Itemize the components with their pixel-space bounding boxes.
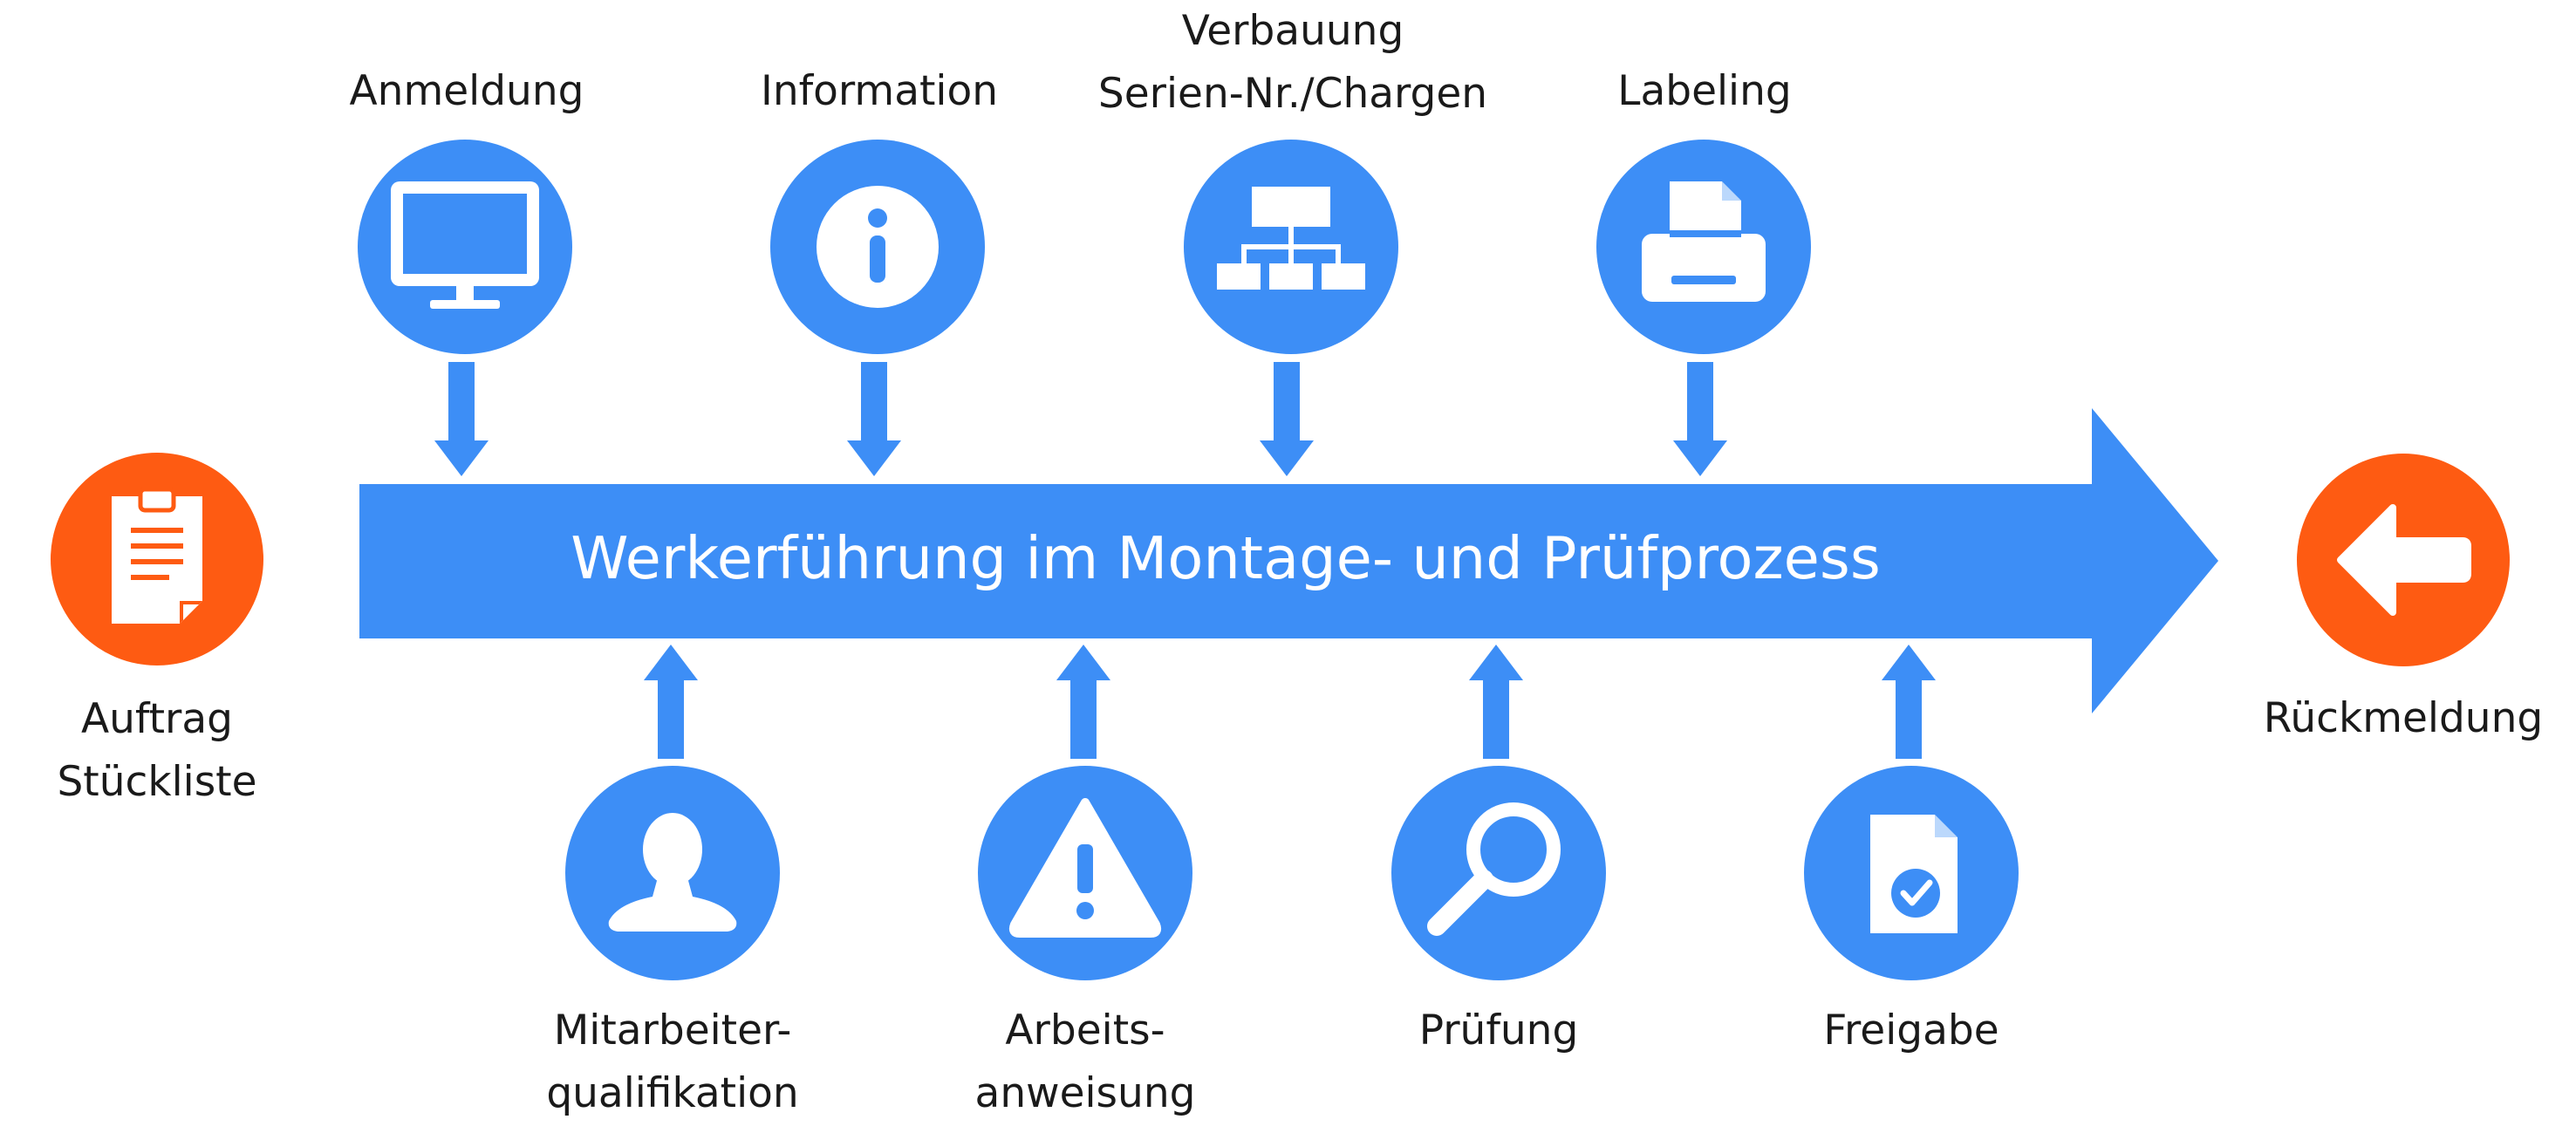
connector-arrow-bottom-3 xyxy=(1469,645,1523,759)
top-step-label-4: Labeling xyxy=(1617,67,1792,115)
connector-arrow-top-3 xyxy=(1260,362,1314,476)
connector-arrow-bottom-4 xyxy=(1882,645,1936,759)
printer-icon xyxy=(1642,181,1766,302)
monitor-icon xyxy=(391,181,539,309)
connector-arrow-top-1 xyxy=(434,362,489,476)
magnifier-icon xyxy=(1427,802,1561,936)
connector-arrow-bottom-1 xyxy=(644,645,698,759)
start-node xyxy=(51,453,263,665)
top-step-node-2 xyxy=(770,140,985,354)
bottom-step-label-1: Mitarbeiter-qualifikation xyxy=(546,1007,799,1117)
top-step-node-4 xyxy=(1596,140,1811,354)
bottom-step-label-2: Arbeits-anweisung xyxy=(974,1007,1196,1117)
connector-arrow-top-4 xyxy=(1673,362,1727,476)
bottom-step-label-3: Prüfung xyxy=(1418,1007,1579,1055)
bottom-step-node-4 xyxy=(1804,766,2019,980)
end-label: Rückmeldung xyxy=(2263,694,2544,742)
bottom-step-label-4: Freigabe xyxy=(1823,1007,1999,1055)
bottom-step-node-1 xyxy=(565,766,780,980)
bottom-step-node-2 xyxy=(978,766,1192,980)
warning-icon xyxy=(1008,798,1162,938)
top-step-node-3 xyxy=(1184,140,1398,354)
top-step-node-1 xyxy=(358,140,572,354)
process-title: Werkerführung im Montage- und Prüfprozes… xyxy=(571,524,1881,592)
bottom-step-node-3 xyxy=(1391,766,1606,980)
info-icon xyxy=(817,186,939,308)
person-icon xyxy=(608,813,737,932)
end-node xyxy=(2297,454,2510,666)
arrow-left-icon xyxy=(2337,504,2471,616)
hierarchy-icon xyxy=(1217,187,1365,290)
connector-arrow-bottom-2 xyxy=(1056,645,1110,759)
top-step-label-2: Information xyxy=(760,67,999,115)
clipboard-icon xyxy=(112,487,202,624)
connector-arrow-top-2 xyxy=(847,362,901,476)
top-step-label-1: Anmeldung xyxy=(349,67,584,115)
main-process-arrow xyxy=(359,408,2218,713)
document-check-icon xyxy=(1870,815,1958,933)
